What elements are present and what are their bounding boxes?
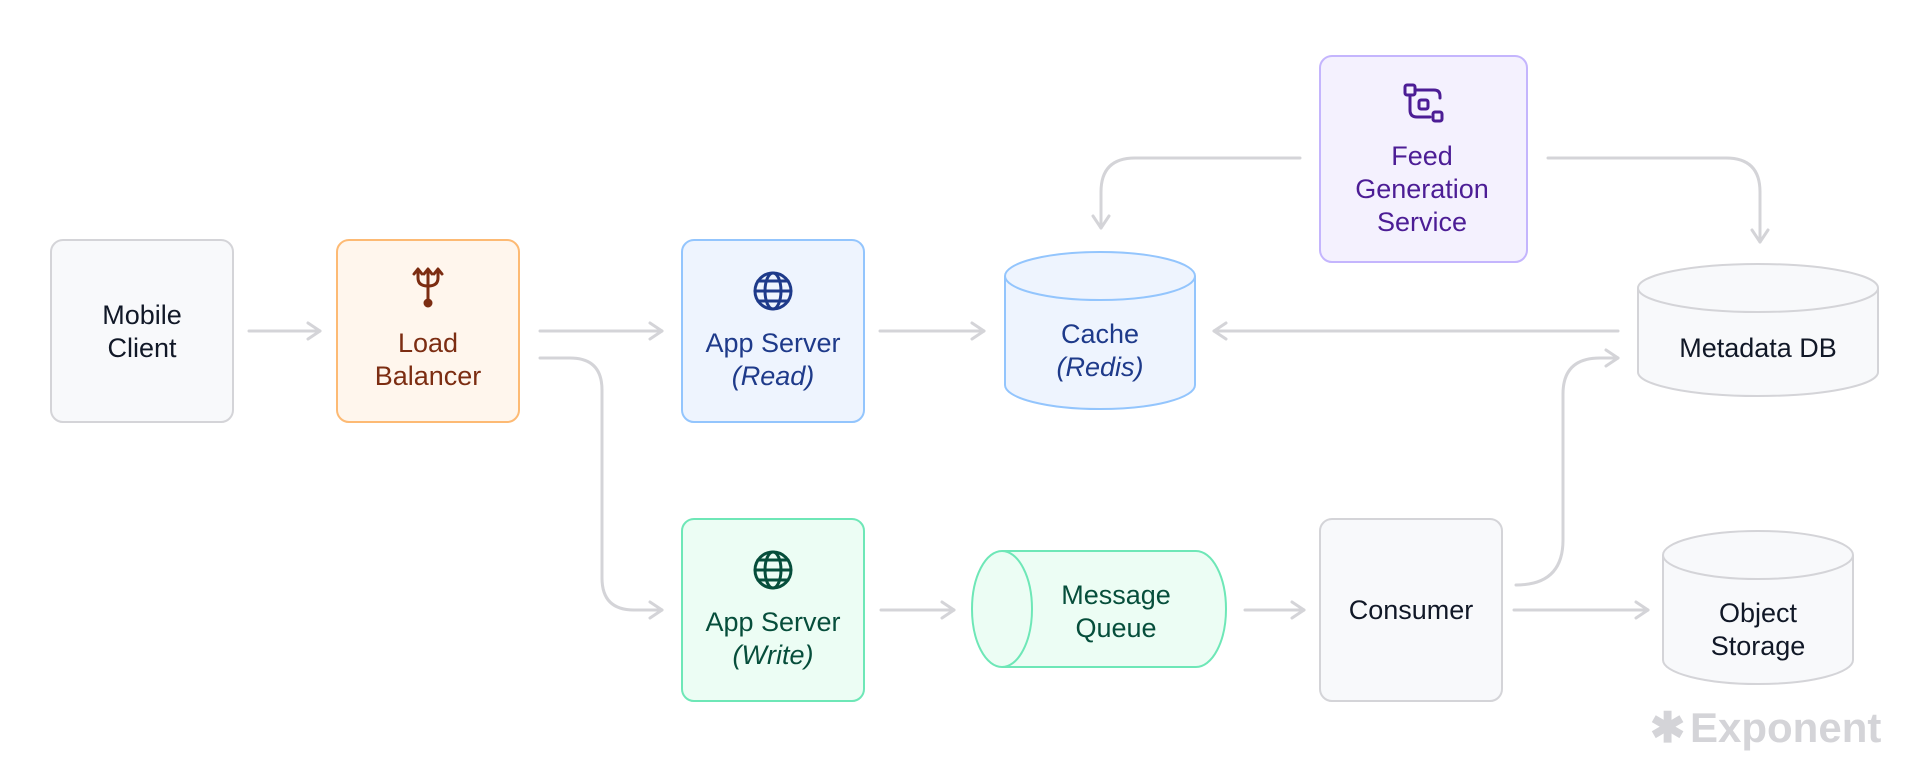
app-server-read-label-line1: App Server (705, 328, 840, 358)
load-balancer-label-line1: Load (398, 328, 458, 358)
metadata-db-node[interactable]: Metadata DB (1637, 263, 1879, 397)
app-server-write-node[interactable]: App Server (Write) (681, 518, 865, 702)
split-arrow-icon (412, 267, 444, 308)
arrow-consumer-to-metadata (1514, 348, 1620, 587)
app-server-read-node[interactable]: App Server (Read) (681, 239, 865, 423)
message-queue-label-line2: Queue (1075, 613, 1156, 643)
globe-icon (753, 550, 793, 590)
mobile-client-label-line2: Client (107, 333, 177, 363)
workflow-icon (1403, 83, 1444, 123)
feed-generation-label-line3: Service (1377, 207, 1467, 237)
app-server-read-label-line2: (Read) (732, 361, 815, 391)
arrow-lb-to-write-server (538, 356, 664, 620)
app-server-write-label-line2: (Write) (733, 640, 814, 670)
globe-icon (753, 271, 793, 311)
object-storage-node[interactable]: Object Storage (1662, 530, 1854, 685)
object-storage-label-line2: Storage (1711, 631, 1806, 661)
connectors (247, 156, 1770, 620)
brand-star-icon: ✱ (1650, 704, 1685, 751)
cache-label-line2: (Redis) (1056, 352, 1143, 382)
load-balancer-label-line2: Balancer (375, 361, 482, 391)
mobile-client-node[interactable]: Mobile Client (50, 239, 234, 423)
arrow-feed-to-cache (1091, 156, 1302, 230)
feed-generation-service-node[interactable]: Feed Generation Service (1319, 55, 1528, 263)
consumer-label: Consumer (1349, 595, 1474, 625)
exponent-watermark: ✱ Exponent (1650, 704, 1881, 751)
consumer-node[interactable]: Consumer (1319, 518, 1503, 702)
cache-node[interactable]: Cache (Redis) (1004, 251, 1196, 410)
metadata-db-label: Metadata DB (1679, 333, 1837, 363)
feed-generation-label-line1: Feed (1391, 141, 1453, 171)
brand-name: Exponent (1690, 704, 1881, 751)
mobile-client-label-line1: Mobile (102, 300, 182, 330)
object-storage-label-line1: Object (1719, 598, 1798, 628)
app-server-write-label-line1: App Server (705, 607, 840, 637)
load-balancer-node[interactable]: Load Balancer (336, 239, 520, 423)
cache-label-line1: Cache (1061, 319, 1139, 349)
arrow-feed-to-metadata (1546, 156, 1770, 244)
feed-generation-label-line2: Generation (1355, 174, 1489, 204)
message-queue-node[interactable]: Message Queue (971, 550, 1227, 668)
message-queue-label-line1: Message (1061, 580, 1171, 610)
